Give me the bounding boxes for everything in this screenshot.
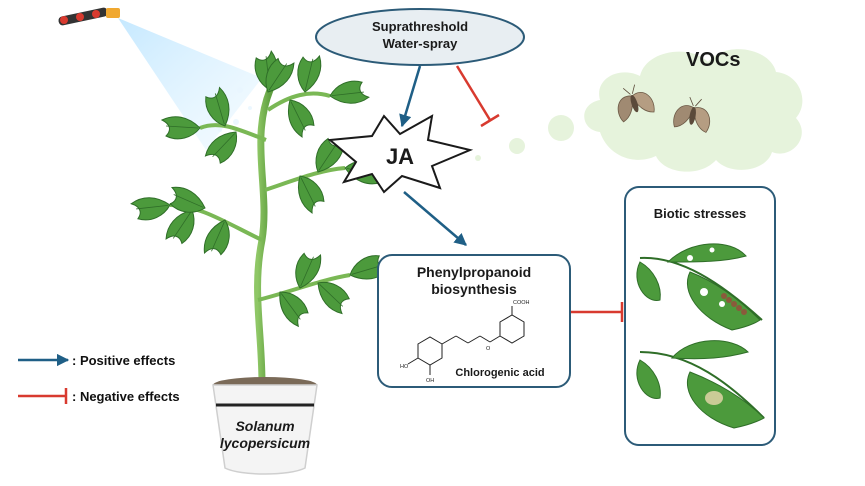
chem-label-ho: HO <box>400 364 409 370</box>
chem-label-cooh: COOH <box>513 300 530 306</box>
ja-label: JA <box>386 144 414 169</box>
damaged-leaf-icon <box>636 243 763 331</box>
stimulus-label-line1: Suprathreshold <box>372 19 468 34</box>
legend-negative-label: : Negative effects <box>72 389 180 404</box>
plant-name-line2: lycopersicum <box>220 435 310 451</box>
legend-positive-label: : Positive effects <box>72 353 175 368</box>
spray-droplets-icon <box>207 87 252 132</box>
spray-nozzle-icon <box>58 7 120 26</box>
chem-label-o: O <box>486 346 491 352</box>
caterpillar-icon <box>721 293 747 315</box>
vocs-cloud: VOCs <box>475 49 803 172</box>
phenylpropanoid-label-line1: Phenylpropanoid <box>417 264 531 280</box>
inhibition-phenylpropanoid-to-biotic <box>570 302 624 322</box>
chem-label-oh: OH <box>426 378 434 384</box>
phenylpropanoid-label-line2: biosynthesis <box>431 281 517 297</box>
stimulus-node: Suprathreshold Water-spray <box>315 8 525 66</box>
stimulus-label-line2: Water-spray <box>383 36 458 51</box>
ja-node: JA <box>327 114 474 194</box>
positive-arrow-ja-to-phenylpropanoid <box>403 191 467 246</box>
inhibition-spray-to-vocs <box>455 65 500 128</box>
plant-name-line1: Solanum <box>235 418 294 434</box>
flower-pot-icon: Solanum lycopersicum <box>212 377 318 475</box>
diseased-leaf-icon <box>636 340 765 429</box>
legend-negative-symbol <box>18 388 68 404</box>
phenylpropanoid-node: Phenylpropanoid biosynthesis COOH HO OH … <box>377 254 571 388</box>
legend: : Positive effects : Negative effects <box>18 353 180 404</box>
biotic-stresses-node: Biotic stresses <box>624 186 776 446</box>
chlorogenic-acid-structure-icon <box>407 306 525 375</box>
vocs-label: VOCs <box>686 49 740 71</box>
biotic-stresses-label: Biotic stresses <box>654 206 747 221</box>
tomato-plant-icon <box>130 50 391 389</box>
compound-name: Chlorogenic acid <box>455 367 544 379</box>
positive-arrow-spray-to-ja <box>399 65 422 128</box>
